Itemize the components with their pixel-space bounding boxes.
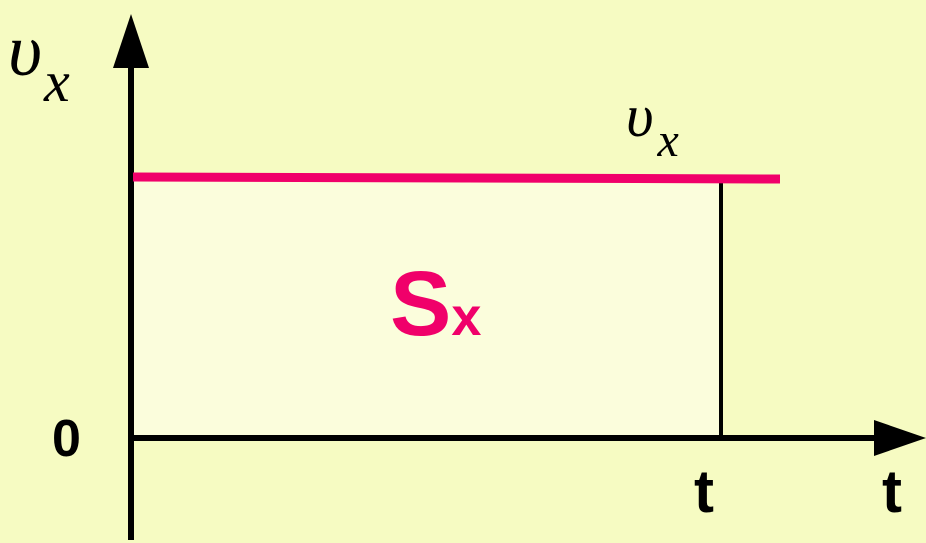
area-label: Sx xyxy=(390,258,481,350)
y-axis-symbol: υ xyxy=(8,10,42,92)
y-axis-label: υx xyxy=(8,14,70,111)
velocity-line-symbol: υ xyxy=(626,83,654,149)
x-axis-label: t xyxy=(882,458,902,525)
x-axis-arrow xyxy=(874,420,926,456)
y-axis-arrow xyxy=(113,14,149,68)
velocity-line-subscript: x xyxy=(657,114,679,167)
velocity-line xyxy=(132,172,781,184)
time-marker-label: t xyxy=(694,458,714,525)
origin-label: 0 xyxy=(52,410,81,468)
area-label-subscript: x xyxy=(451,287,482,347)
displacement-area xyxy=(131,177,721,438)
velocity-line-label: υx xyxy=(626,83,679,165)
y-axis-subscript: x xyxy=(43,49,70,114)
area-label-symbol: S xyxy=(390,253,452,355)
